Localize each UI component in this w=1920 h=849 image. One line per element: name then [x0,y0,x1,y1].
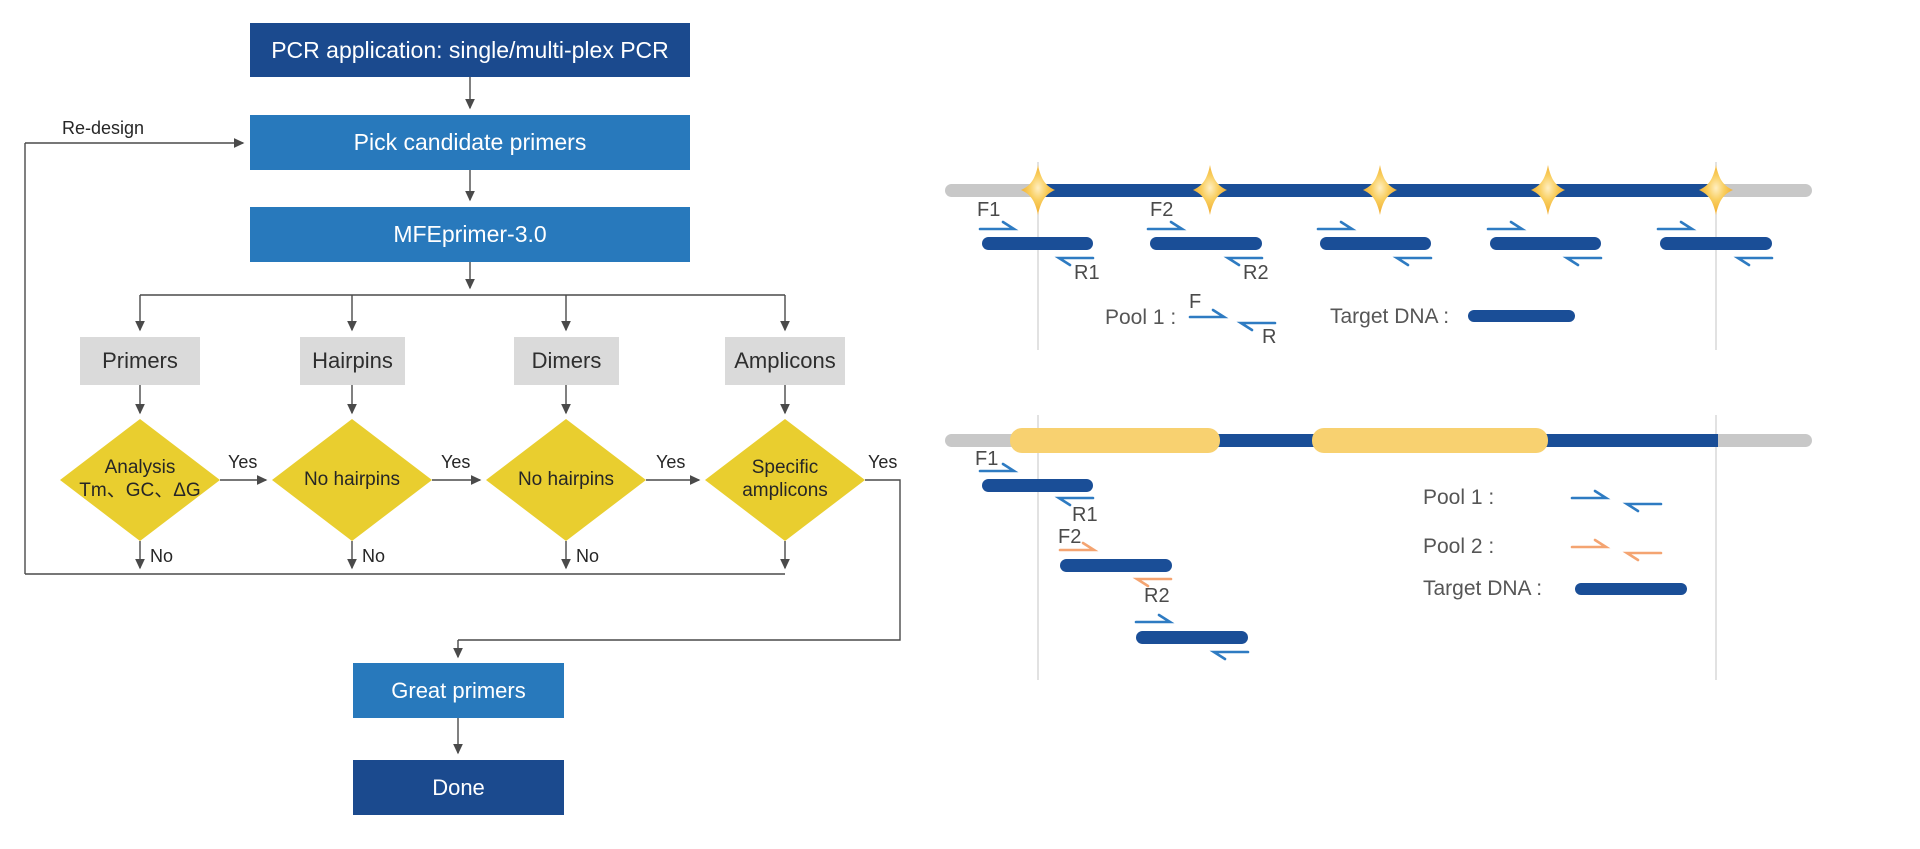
flow-node-done: Done [353,760,564,815]
primer-label-f2: F2 [1150,199,1174,221]
decision-diamond-analysis [60,419,220,541]
category-box-amplicons: Amplicons [725,337,845,385]
reverse-primer-arrow-icon [1054,256,1095,267]
legend-pool1-label: Pool 1 : [1105,306,1177,329]
forward-primer-arrow-icon [978,220,1019,231]
legend-f-label: F [1189,291,1202,313]
decision-label-no-hairpins-2: No hairpins [517,468,615,490]
decision-diamonds [60,419,865,541]
primer-bar [982,237,1093,250]
yes-label: Yes [441,452,471,472]
reverse-primer-arrow-icon [1209,650,1250,661]
yes-return-path [458,479,901,641]
primer-label-r2: R2 [1144,585,1170,607]
forward-primer-arrow-icon [978,462,1019,473]
flow-node-pick-candidate-primers: Pick candidate primers [250,115,690,170]
flowchart-connectors [24,77,901,755]
legend-r-label: R [1262,326,1277,348]
primer-bar [1490,237,1601,250]
dna-strand-yellow-region [1312,428,1548,453]
no-label: No [576,546,600,566]
forward-primer-arrow-icon [1486,220,1527,231]
sparkle-icons [1021,165,1733,215]
legend-pool1-forward-arrow-icon [1570,489,1611,500]
no-label: No [362,546,386,566]
legend-pool2-label: Pool 2 : [1423,535,1495,558]
redesign-label: Re-design [62,118,145,138]
decision-label-no-hairpins-1: No hairpins [303,468,401,490]
multiplex-strand-group [945,415,1812,680]
primer-label-r2: R2 [1243,262,1269,284]
forward-primer-arrow-icon [1656,220,1697,231]
flow-node-great-primers: Great primers [353,663,564,718]
decision-label-specific-amplicons: Specific amplicons [742,457,828,501]
primer-bar [1060,559,1172,572]
decision-diamond-no-hairpins-2 [486,419,646,541]
sparkle-icon [1699,165,1733,215]
singleplex-primer-arrows [978,220,1774,332]
category-box-dimers: Dimers [514,337,619,385]
reverse-primer-arrow-icon [1223,256,1264,267]
primer-bar [1136,631,1248,644]
primer-label-r1: R1 [1074,262,1100,284]
legend-target-dna-bar [1468,310,1575,322]
sparkle-icon [1193,165,1227,215]
primer-bar [982,479,1093,492]
multiplex-primer-bars [982,479,1248,644]
sparkle-icon [1021,165,1055,215]
primer-bar [1660,237,1772,250]
sparkle-icon [1531,165,1565,215]
decision-label-analysis: Analysis Tm、GC、ΔG [79,457,201,501]
decision-diamond-no-hairpins-1 [272,419,432,541]
forward-primer-arrow-icon [1134,613,1175,624]
reverse-primer-arrow-icon [1054,496,1095,507]
forward-primer-arrow-icon [1146,220,1187,231]
dna-strand-yellow-region [1010,428,1220,453]
legend-pool1-reverse-arrow-icon [1622,502,1663,513]
legend-target-dna-label: Target DNA : [1330,305,1450,328]
legend-pool2-forward-arrow-icon [1570,538,1611,549]
primer-label-r1: R1 [1072,504,1098,526]
yes-label: Yes [656,452,686,472]
category-box-primers: Primers [80,337,200,385]
legend-target-dna-bar [1575,583,1687,595]
singleplex-strand-group [945,162,1812,350]
reverse-primer-arrow-icon [1733,256,1774,267]
primer-label-f1: F1 [975,448,999,470]
sparkle-icon [1363,165,1397,215]
legend-target-dna-label: Target DNA : [1423,577,1543,600]
forward-primer-arrow-icon [1316,220,1357,231]
legend-reverse-arrow-icon [1236,321,1277,332]
reverse-primer-arrow-icon [1132,577,1173,588]
primer-label-f2: F2 [1058,526,1082,548]
yes-label: Yes [868,452,898,472]
decision-diamond-specific-amplicons [705,419,865,541]
primer-bar [1320,237,1431,250]
legend-pool1-label: Pool 1 : [1423,486,1495,509]
reverse-primer-arrow-icon [1562,256,1603,267]
flow-node-mfeprimer: MFEprimer-3.0 [250,207,690,262]
legend-pool2-reverse-arrow-icon [1622,551,1663,562]
category-box-hairpins: Hairpins [300,337,405,385]
singleplex-primer-bars [982,237,1772,250]
forward-primer-arrow-icon [1058,541,1099,552]
yes-label: Yes [228,452,258,472]
flow-node-start: PCR application: single/multi-plex PCR [250,23,690,77]
primer-bar [1150,237,1262,250]
no-label: No [150,546,174,566]
multiplex-primer-arrows [978,462,1663,661]
primer-label-f1: F1 [977,199,1001,221]
legend-forward-arrow-icon [1188,308,1229,319]
reverse-primer-arrow-icon [1392,256,1433,267]
